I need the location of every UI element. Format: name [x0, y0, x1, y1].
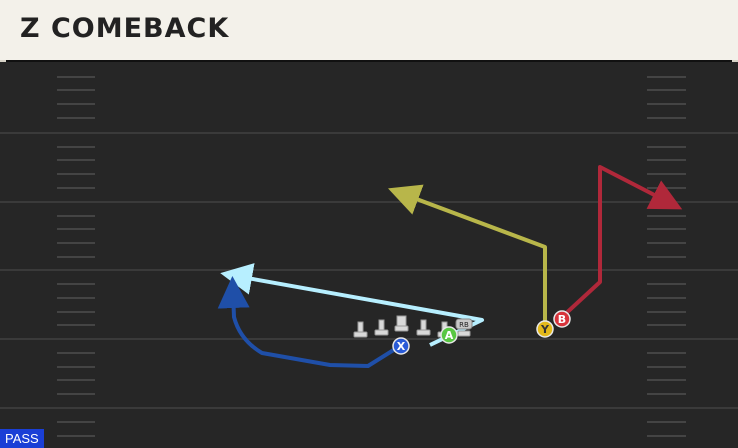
play-field: RB X A Y B — [0, 62, 738, 448]
route-x — [217, 276, 402, 368]
play-type-badge: PASS — [0, 429, 44, 448]
svg-text:A: A — [445, 329, 454, 342]
route-y — [388, 184, 547, 327]
svg-text:Y: Y — [540, 323, 550, 336]
route-b — [560, 165, 683, 319]
play-title: Z COMEBACK — [20, 13, 230, 44]
lineman-icon — [416, 319, 431, 336]
play-diagram: RB X A Y B — [0, 76, 738, 437]
lineman-icon — [374, 319, 389, 336]
player-b-button[interactable]: B — [553, 310, 571, 328]
hash-marks — [57, 76, 686, 437]
player-rb-icon[interactable]: RB — [455, 318, 473, 337]
center-icon — [394, 315, 409, 332]
yard-lines — [0, 132, 738, 409]
lineman-icon — [353, 321, 368, 338]
svg-text:B: B — [558, 313, 566, 326]
play-title-bar: Z COMEBACK — [0, 0, 738, 64]
player-y-button[interactable]: Y — [536, 320, 554, 338]
svg-text:X: X — [397, 340, 406, 353]
player-a-button[interactable]: A — [440, 326, 458, 344]
player-rb-label: RB — [459, 321, 469, 329]
offensive-line — [353, 315, 452, 338]
player-x-button[interactable]: X — [392, 337, 410, 355]
